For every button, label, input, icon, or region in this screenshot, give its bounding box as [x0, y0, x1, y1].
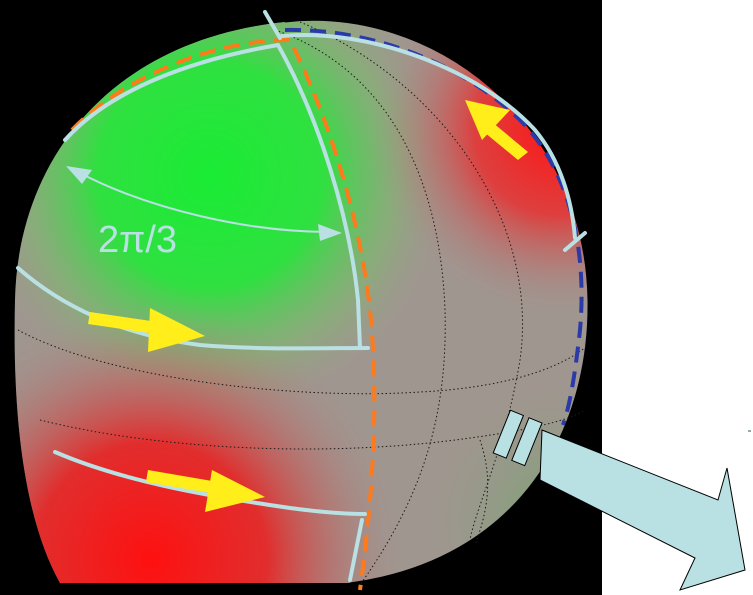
flow-arrows	[88, 100, 528, 512]
yellow-arrow-bottom	[146, 470, 265, 512]
angle-arrow	[66, 166, 342, 241]
light-paths	[16, 10, 587, 582]
small-mark	[748, 430, 751, 432]
sphere-outline	[284, 20, 589, 584]
yellow-arrow-top-right	[465, 100, 528, 160]
orange-dashed-path	[70, 37, 377, 591]
blue-dashed-path	[284, 27, 584, 426]
big-arrow	[492, 409, 746, 591]
angle-label: 2π/3	[98, 219, 177, 261]
yellow-arrow-middle	[88, 308, 205, 352]
arrow-ring-2	[511, 417, 543, 467]
arrow-ring-1	[492, 409, 525, 459]
